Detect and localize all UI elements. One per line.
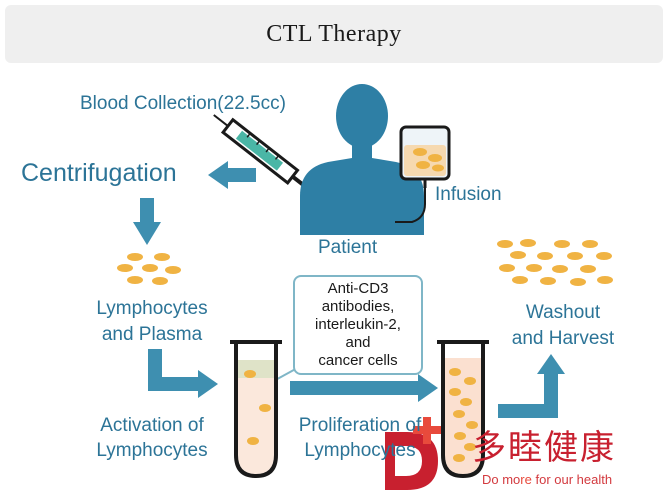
slogan-part2: for our health bbox=[531, 472, 613, 487]
label-activation: Activation of Lymphocytes bbox=[70, 413, 234, 463]
label-proliferation-line1: Proliferation of bbox=[298, 415, 422, 436]
label-centrifugation: Centrifugation bbox=[21, 159, 177, 187]
slogan-part1: Do mo bbox=[482, 472, 521, 487]
label-lymphocytes-plasma: Lymphocytes and Plasma bbox=[72, 296, 232, 348]
arrow-to-proliferation bbox=[290, 374, 438, 402]
lymphocyte-cells-cluster bbox=[117, 253, 181, 285]
callout-line5: cancer cells bbox=[318, 352, 398, 369]
callout-line4: and bbox=[345, 334, 371, 351]
logo-wordmark: 多睦健康 bbox=[472, 428, 616, 468]
harvested-cells-cluster bbox=[497, 239, 613, 286]
test-tube-proliferation bbox=[437, 340, 489, 479]
arrow-down-centrifugation bbox=[133, 198, 161, 245]
label-washout-line2: and Harvest bbox=[511, 328, 615, 349]
label-lymphocytes-plasma-line1: Lymphocytes bbox=[96, 298, 208, 319]
label-blood-collection: Blood Collection(22.5cc) bbox=[80, 93, 286, 114]
label-activation-line1: Activation of bbox=[100, 415, 204, 436]
label-activation-line2: Lymphocytes bbox=[96, 440, 208, 461]
label-washout-harvest: Washout and Harvest bbox=[488, 300, 638, 352]
title-bar: CTL Therapy bbox=[5, 5, 663, 63]
slogan-accent: re bbox=[520, 472, 532, 487]
page-title: CTL Therapy bbox=[266, 20, 402, 47]
logo-mark bbox=[385, 417, 441, 490]
label-washout-line1: Washout bbox=[525, 302, 601, 323]
logo-slogan: Do more for our health bbox=[482, 472, 612, 487]
callout-line2: antibodies, bbox=[321, 298, 395, 315]
arrow-to-activation bbox=[148, 349, 218, 398]
label-patient: Patient bbox=[318, 237, 378, 258]
label-lymphocytes-plasma-line2: and Plasma bbox=[101, 324, 203, 345]
test-tube-activation bbox=[230, 340, 282, 479]
label-proliferation: Proliferation of Lymphocytes bbox=[280, 413, 440, 463]
label-proliferation-line2: Lymphocytes bbox=[304, 440, 416, 461]
patient-icon bbox=[300, 84, 424, 235]
arrow-to-washout bbox=[498, 354, 565, 418]
infusion-bag-icon bbox=[395, 125, 451, 223]
reagent-callout: Anti-CD3 antibodies, interleukin-2, and … bbox=[293, 275, 423, 375]
label-infusion: Infusion bbox=[435, 184, 502, 205]
arrow-to-centrifugation bbox=[208, 161, 256, 189]
callout-line3: interleukin-2, bbox=[315, 316, 401, 333]
callout-line1: Anti-CD3 bbox=[327, 280, 389, 297]
